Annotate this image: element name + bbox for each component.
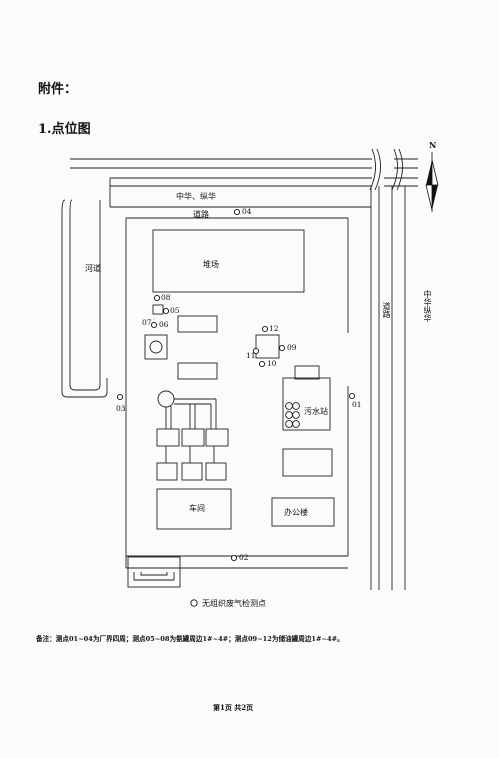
point-10-marker: [258, 360, 266, 368]
point-12-label: 12: [269, 324, 279, 333]
point-06-marker: [150, 321, 158, 329]
point-08-label: 08: [161, 293, 171, 302]
point-06-label: 06: [159, 320, 169, 329]
top-road-label: 中华、纵华: [176, 192, 216, 201]
point-02-marker: [230, 554, 238, 562]
point-07-label: 07: [142, 318, 152, 327]
section-title: 1.点位图: [38, 122, 91, 137]
sewage-station-label: 污水站: [304, 407, 328, 416]
point-12-marker: [261, 325, 269, 333]
point-11-label: 11: [246, 351, 256, 360]
workshop-label: 车间: [189, 504, 205, 513]
legend-marker: [190, 599, 198, 607]
point-08-marker: [153, 294, 161, 302]
point-04-marker: [233, 208, 241, 216]
point-04-label: 04: [242, 207, 252, 216]
point-05-label: 05: [170, 306, 180, 315]
remark-note: 备注：测点01~04为厂界四周；测点05~08为氨罐周边1#~4#；测点09~1…: [36, 635, 344, 643]
far-right-road-name: 中华纵华: [423, 290, 432, 322]
top-road-name: 道路: [193, 210, 209, 219]
yard-label: 堆场: [203, 260, 219, 269]
attachment-heading: 附件：: [38, 82, 78, 97]
point-09-label: 09: [287, 343, 297, 352]
point-03-marker: [116, 393, 124, 401]
point-05-marker: [162, 307, 170, 315]
point-01-label: 01: [352, 400, 362, 409]
point-09-marker: [278, 344, 286, 352]
point-03-label: 03: [116, 404, 126, 413]
point-01-marker: [348, 392, 356, 400]
point-10-label: 10: [267, 359, 277, 368]
north-label: N: [429, 140, 437, 150]
office-label: 办公楼: [284, 508, 308, 517]
right-road-name: 道路: [382, 302, 391, 318]
point-11-marker: [252, 347, 260, 355]
point-02-label: 02: [239, 553, 249, 562]
legend-label: 无组织废气检测点: [202, 599, 266, 608]
page-number: 第1页 共2页: [213, 703, 254, 712]
river-label: 河道: [85, 264, 101, 273]
